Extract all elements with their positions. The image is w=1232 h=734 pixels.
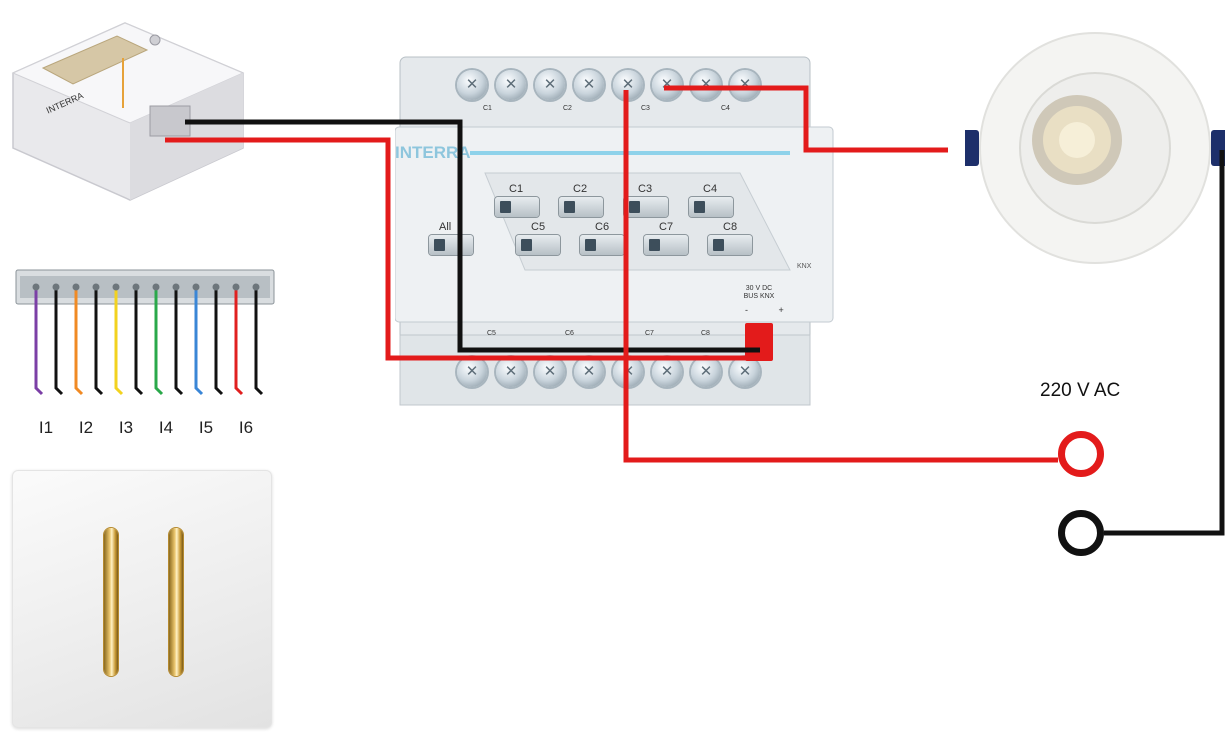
button-label-c4: C4: [703, 183, 718, 195]
terminal-screw: [72, 283, 80, 291]
terminal-screw-top-3: [535, 70, 565, 100]
button-label-c1: C1: [509, 183, 524, 195]
terminal-screw-top-2: [496, 70, 526, 100]
channel-button-c5[interactable]: [516, 235, 560, 255]
common-wire-6: [254, 290, 264, 396]
terminal-screw: [132, 283, 140, 291]
wall-switch-plate[interactable]: [12, 470, 272, 728]
terminal-screw-bottom-8: [730, 357, 760, 387]
button-label-c7: C7: [659, 221, 674, 233]
channel-button-c6[interactable]: [580, 235, 624, 255]
bus-connector: [745, 323, 773, 361]
top-channel-label-c2: C2: [563, 105, 572, 112]
channel-button-c8[interactable]: [708, 235, 752, 255]
terminal-screw: [152, 283, 160, 291]
input-label-i2: I2: [78, 418, 94, 437]
switch-rocker-left[interactable]: [104, 528, 118, 676]
input-label-i5: I5: [198, 418, 214, 437]
top-channel-label-c3: C3: [641, 105, 650, 112]
terminal-screw-bottom-6: [652, 357, 682, 387]
input-wire-1: [34, 290, 44, 396]
input-label-i4: I4: [158, 418, 174, 437]
terminal-block-graphic: [15, 269, 275, 396]
terminal-screw: [252, 283, 260, 291]
common-wire-2: [94, 290, 104, 396]
terminal-screw-top-7: [691, 70, 721, 100]
channel-button-c3[interactable]: [624, 197, 668, 217]
live-terminal: [1058, 431, 1104, 477]
terminal-screw: [172, 283, 180, 291]
terminal-block: I1 I2 I3 I4 I5 I6: [14, 268, 276, 448]
input-label-i6: I6: [238, 418, 254, 437]
input-label-i1: I1: [38, 418, 54, 437]
input-wire-3: [114, 290, 124, 396]
bottom-channel-label-c8: C8: [701, 330, 710, 337]
terminal-screw-top-5: [613, 70, 643, 100]
input-wire-4: [154, 290, 164, 396]
terminal-screw: [52, 283, 60, 291]
input-label-i3: I3: [118, 418, 134, 437]
common-wire-3: [134, 290, 144, 396]
channel-button-c1[interactable]: [495, 197, 539, 217]
terminal-screw: [92, 283, 100, 291]
bus-label: 30 V DC BUS KNX: [743, 285, 775, 300]
channel-button-c4[interactable]: [689, 197, 733, 217]
terminal-screw-top-8: [730, 70, 760, 100]
channel-button-c7[interactable]: [644, 235, 688, 255]
neutral-terminal: [1058, 510, 1104, 556]
terminal-screw-bottom-1: [457, 357, 487, 387]
switch-rocker-right[interactable]: [169, 528, 183, 676]
button-label-c5: C5: [531, 221, 546, 233]
common-wire-1: [54, 290, 64, 396]
common-wire-4: [174, 290, 184, 396]
terminal-screw-top-6: [652, 70, 682, 100]
common-wire-5: [214, 290, 224, 396]
bottom-channel-label-c7: C7: [645, 330, 654, 337]
switch-actuator: INTERRA C1 C2 C3 C4 All C5 C6 C7 C8 KNX …: [394, 55, 835, 410]
button-label-all: All: [439, 221, 452, 233]
button-label-c6: C6: [595, 221, 610, 233]
bottom-channel-label-c6: C6: [565, 330, 574, 337]
channel-button-c2[interactable]: [559, 197, 603, 217]
terminal-screw-bottom-7: [691, 357, 721, 387]
knx-mark: KNX: [797, 263, 812, 270]
input-wire-6: [234, 290, 244, 396]
led-downlight: [961, 30, 1229, 270]
terminal-screw-bottom-4: [574, 357, 604, 387]
terminal-screw-bottom-2: [496, 357, 526, 387]
input-wire-2: [74, 290, 84, 396]
bus-polarity: - +: [745, 305, 798, 315]
top-channel-label-c4: C4: [721, 105, 730, 112]
terminal-screw-bottom-3: [535, 357, 565, 387]
terminal-screw-top-1: [457, 70, 487, 100]
terminal-screw: [212, 283, 220, 291]
knx-interface-module: INTERRA: [5, 18, 250, 203]
terminal-screw-top-4: [574, 70, 604, 100]
bottom-channel-label-c5: C5: [487, 330, 496, 337]
terminal-screw: [32, 283, 40, 291]
actuator-brand-text: INTERRA: [395, 143, 471, 162]
all-button[interactable]: [429, 235, 473, 255]
button-label-c2: C2: [573, 183, 588, 195]
terminal-screw: [232, 283, 240, 291]
button-label-c3: C3: [638, 183, 653, 195]
button-label-c8: C8: [723, 221, 738, 233]
terminal-screw: [192, 283, 200, 291]
terminal-screw-bottom-5: [613, 357, 643, 387]
terminal-screw: [112, 283, 120, 291]
top-channel-label-c1: C1: [483, 105, 492, 112]
input-wire-5: [194, 290, 204, 396]
power-label: 220 V AC: [1040, 380, 1121, 401]
